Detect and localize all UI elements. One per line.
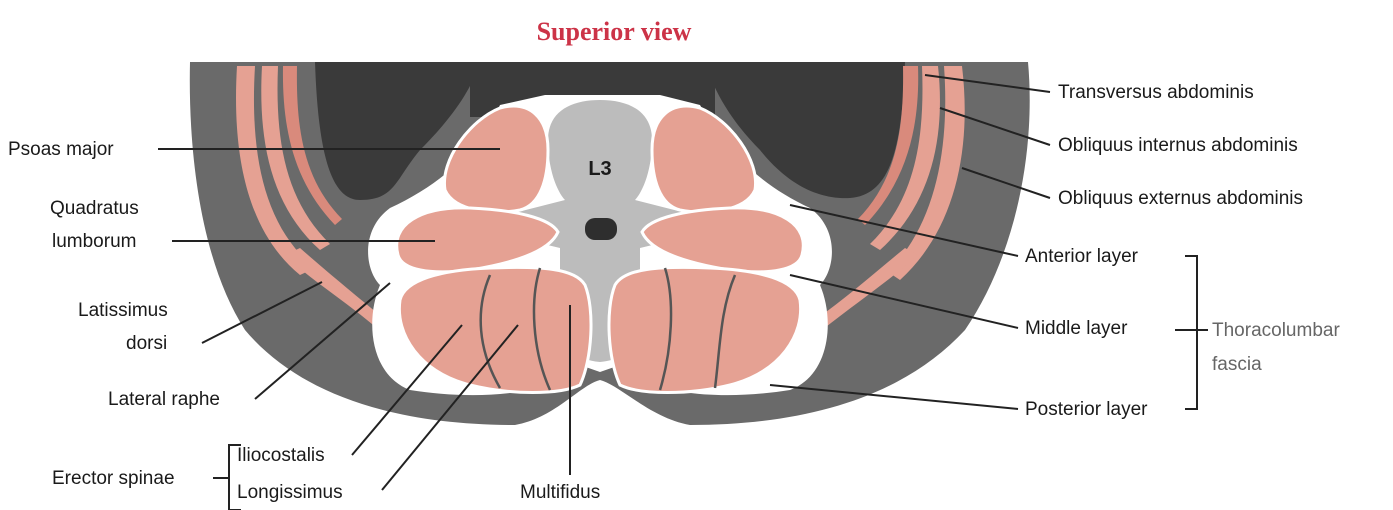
- label-quadratus-line2: lumborum: [52, 231, 136, 252]
- diagram-title: Superior view: [537, 17, 692, 46]
- label-multifidus: Multifidus: [520, 482, 600, 503]
- label-psoas-major: Psoas major: [8, 139, 114, 160]
- spinal-canal: [585, 218, 617, 240]
- label-iliocostalis: Iliocostalis: [237, 445, 325, 466]
- label-quadratus-line1: Quadratus: [50, 198, 139, 219]
- label-middle-layer: Middle layer: [1025, 318, 1128, 339]
- vertebra-label: L3: [588, 158, 611, 180]
- bracket-thoracolumbar: [1185, 256, 1197, 409]
- label-latissimus-line1: Latissimus: [78, 300, 168, 321]
- label-obliquus-internus: Obliquus internus abdominis: [1058, 135, 1298, 156]
- label-obliquus-externus: Obliquus externus abdominis: [1058, 188, 1303, 209]
- label-thoracolumbar-line1: Thoracolumbar: [1212, 320, 1340, 341]
- label-lateral-raphe: Lateral raphe: [108, 389, 220, 410]
- label-latissimus-line2: dorsi: [126, 333, 167, 354]
- label-anterior-layer: Anterior layer: [1025, 246, 1139, 267]
- label-thoracolumbar-line2: fascia: [1212, 354, 1262, 375]
- label-transversus: Transversus abdominis: [1058, 82, 1254, 103]
- label-posterior-layer: Posterior layer: [1025, 399, 1148, 420]
- label-erector-spinae: Erector spinae: [52, 468, 175, 489]
- label-longissimus: Longissimus: [237, 482, 343, 503]
